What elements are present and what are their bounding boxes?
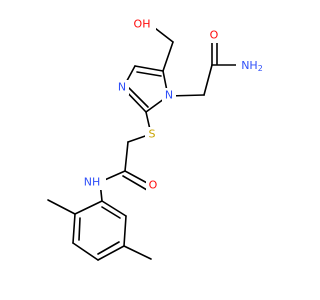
bond-ar6-ar1-inner (101, 206, 121, 219)
atom-ring-n3: N (115, 80, 129, 95)
atom-label-amide-nh: NH (84, 176, 101, 189)
bond-ar1-ar2 (74, 200, 103, 215)
atom-label-layer: OH O NH2 N N S O NH (80, 17, 268, 193)
bond-ar2-ar3 (72, 213, 76, 244)
atom-label-amide-o-mid: O (149, 179, 158, 192)
bond-c5-c4 (134, 65, 164, 72)
bond-methyl-ortho (47, 199, 76, 215)
bond-ch2-co-mid (124, 141, 129, 172)
atom-hydroxyl: OH (130, 17, 156, 32)
atom-amide-nh: NH (80, 175, 106, 190)
bond-ch2-co (203, 64, 213, 96)
atom-label-thioether-s: S (149, 128, 156, 141)
atom-amide-o-mid: O (146, 178, 160, 193)
bond-methyl-meta (123, 245, 152, 260)
atom-thioether-s: S (145, 127, 159, 142)
bond-c5-c4-double (136, 71, 162, 77)
atom-label-ring-n1: N (165, 89, 173, 102)
bond-layer (47, 24, 241, 261)
bond-n3-c2-double (128, 87, 149, 108)
bond-co-o-mid-double (122, 175, 148, 191)
bond-ar4-ar5-inner (97, 241, 120, 255)
bond-ar4-ar5 (97, 245, 125, 261)
bond-co-o-mid (124, 170, 150, 185)
bond-ch2-c5 (162, 41, 174, 72)
bond-ar2-ar3-inner (78, 217, 81, 241)
atom-label-amide-nh2: NH2 (241, 59, 263, 73)
molecule-structure: OH O NH2 N N S O NH (47, 17, 268, 261)
bond-ar6-ar1 (101, 200, 127, 217)
atom-amide-nh2: NH2 (236, 58, 268, 73)
atom-amide-o-top: O (207, 28, 221, 43)
bond-ar3-ar4 (72, 242, 99, 261)
atom-label-ring-n3: N (118, 81, 126, 94)
bond-ar5-ar6 (123, 215, 127, 247)
atom-label-amide-o-top: O (210, 29, 219, 42)
atom-label-hydroxyl: OH (134, 18, 151, 31)
atom-ring-n1: N (162, 88, 176, 103)
